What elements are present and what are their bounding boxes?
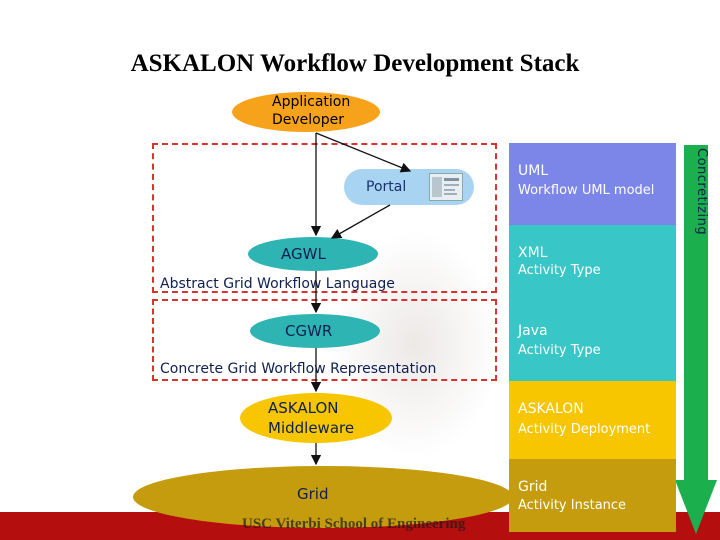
cgwr-label: CGWR xyxy=(285,322,333,340)
stack-layer-desc: Workflow UML model xyxy=(518,183,655,198)
page-title: ASKALON Workflow Development Stack xyxy=(130,50,580,77)
agwl-label: AGWL xyxy=(281,245,326,263)
cgwr-description: Concrete Grid Workflow Representation xyxy=(160,361,437,377)
stack-layer-uml: UML Workflow UML model xyxy=(509,143,676,225)
concretizing-label: Concretizing xyxy=(694,148,709,236)
stack-layer-name: Grid xyxy=(518,479,548,495)
stack-layer-name: XML xyxy=(518,245,548,261)
application-developer-label: Application Developer xyxy=(272,93,350,129)
askalon-middleware-node xyxy=(240,393,392,443)
middleware-line2: Middleware xyxy=(268,419,355,437)
stack-layer-grid: Grid Activity Instance xyxy=(509,459,676,532)
stack-layer-name: UML xyxy=(518,163,549,179)
developer-line2: Developer xyxy=(272,112,345,128)
cgwr-node xyxy=(250,314,380,348)
developer-line1: Application xyxy=(272,94,351,110)
grid-node xyxy=(133,466,513,528)
stack-layer-desc: Activity Instance xyxy=(518,498,627,513)
portal-label: Portal xyxy=(366,179,407,195)
portal-screenshot-icon xyxy=(429,173,463,201)
askalon-middleware-label: ASKALON Middleware xyxy=(268,398,354,438)
agwl-description: Abstract Grid Workflow Language xyxy=(160,276,395,292)
stack-layer-java: Java Activity Type xyxy=(509,303,676,381)
grid-label: Grid xyxy=(297,485,329,503)
middleware-line1: ASKALON xyxy=(268,399,339,417)
stack-layer-xml: XML Activity Type xyxy=(509,225,676,303)
stack-layer-name: ASKALON xyxy=(518,401,584,417)
cgwr-dashed-group xyxy=(152,299,497,381)
stack-layer-askalon: ASKALON Activity Deployment xyxy=(509,381,676,459)
stack-layer-desc: Activity Type xyxy=(518,343,601,358)
stack-layer-desc: Activity Deployment xyxy=(518,422,651,437)
application-developer-node xyxy=(232,92,380,132)
stack-layer-name: Java xyxy=(518,323,548,339)
stack-layer-desc: Activity Type xyxy=(518,263,601,278)
footer-text: USC Viterbi School of Engineering xyxy=(242,516,466,532)
agwl-node xyxy=(248,237,378,271)
